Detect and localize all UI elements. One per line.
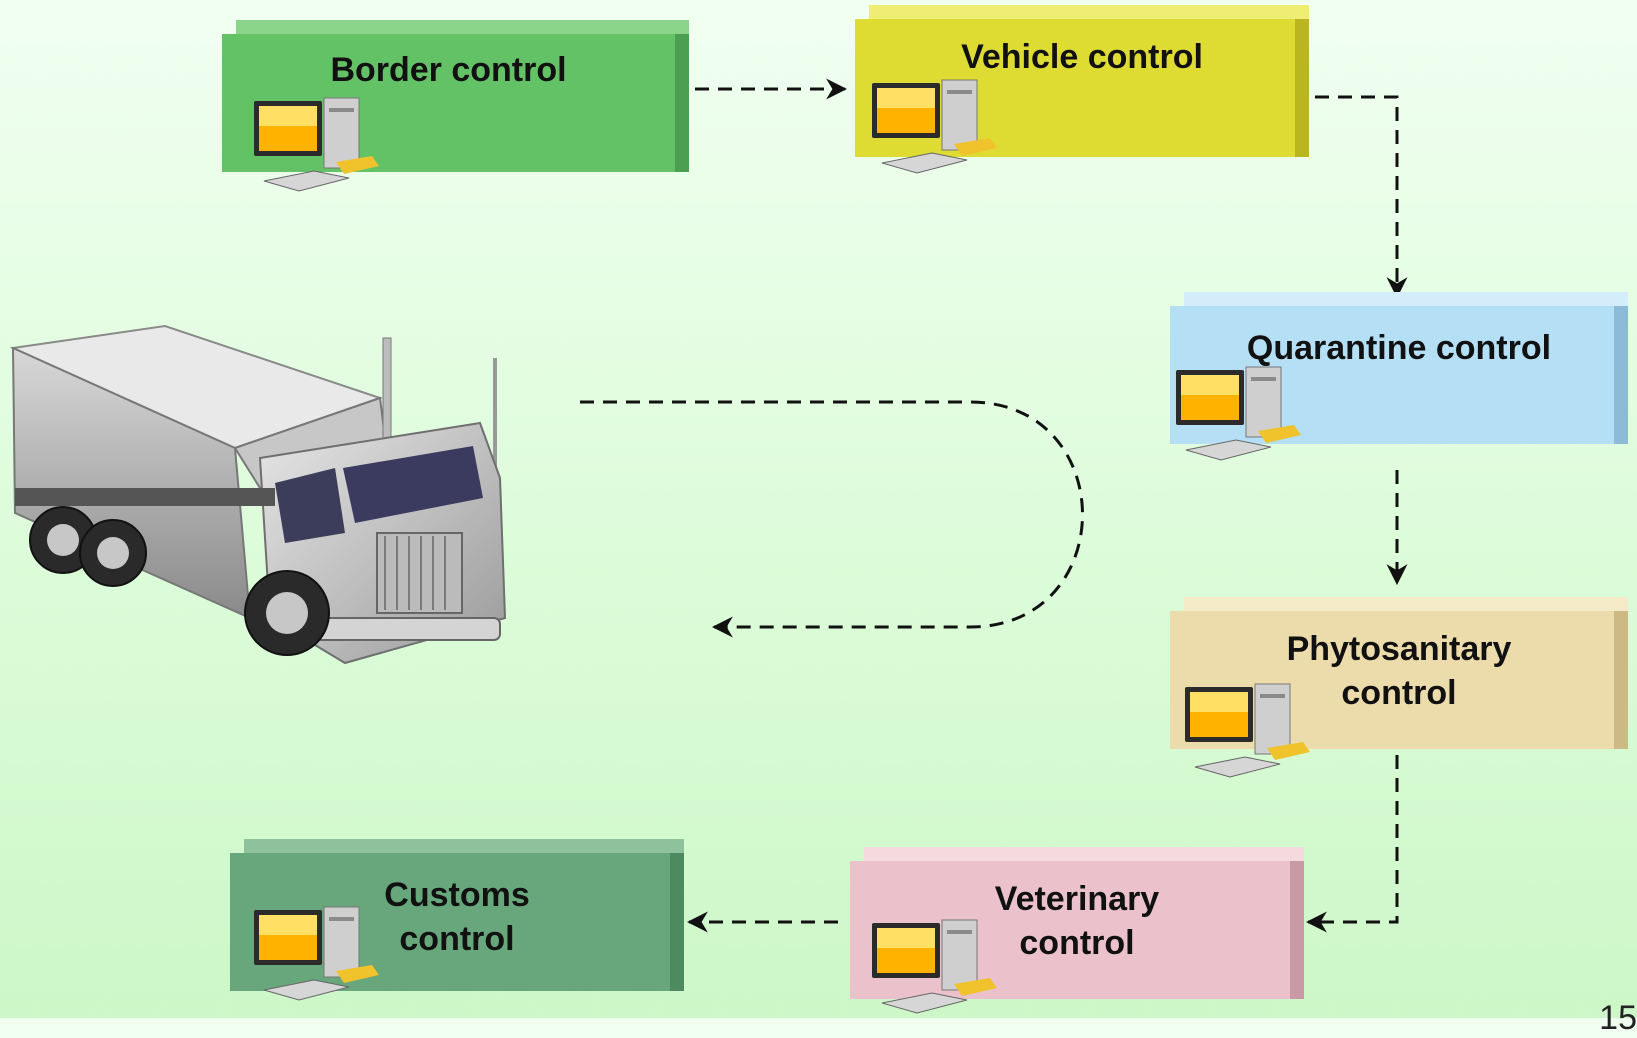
box-side-face [670, 853, 684, 991]
computer-icon [1185, 683, 1310, 778]
computer-icon [254, 97, 379, 192]
flow-connectors [580, 78, 1408, 933]
node-label: Phytosanitary control [1286, 630, 1512, 713]
node-label: Customs control [384, 876, 530, 959]
computer-icon [872, 79, 997, 174]
box-side-face [1614, 611, 1628, 749]
box-side-face [1614, 306, 1628, 444]
computer-icon [872, 919, 997, 1014]
arrow-vehicle-to-quarantine [1315, 95, 1408, 299]
arrow-phyto-to-veterinary [1305, 755, 1399, 933]
computer-icon [1176, 366, 1301, 461]
box-top-face [1184, 292, 1628, 306]
box-side-face [1290, 861, 1304, 999]
box-top-face [864, 847, 1304, 861]
box-side-face [675, 34, 689, 172]
page-number: 15 [1599, 999, 1637, 1037]
box-top-face [236, 20, 689, 34]
arrow-return-to-truck [580, 400, 1084, 638]
box-top-face [1184, 597, 1628, 611]
box-top-face [869, 5, 1309, 19]
computer-icon [254, 906, 379, 1001]
node-label: Vehicle control [961, 38, 1203, 76]
node-phytosanitary-control: Phytosanitary control [1170, 597, 1628, 749]
node-label: Border control [330, 51, 567, 89]
node-customs-control: Customs control [230, 839, 684, 991]
box-top-face [244, 839, 684, 853]
node-label: Quarantine control [1246, 329, 1552, 367]
node-label: Veterinary control [994, 880, 1160, 963]
truck-illustration [9, 324, 507, 665]
box-side-face [1295, 19, 1309, 157]
